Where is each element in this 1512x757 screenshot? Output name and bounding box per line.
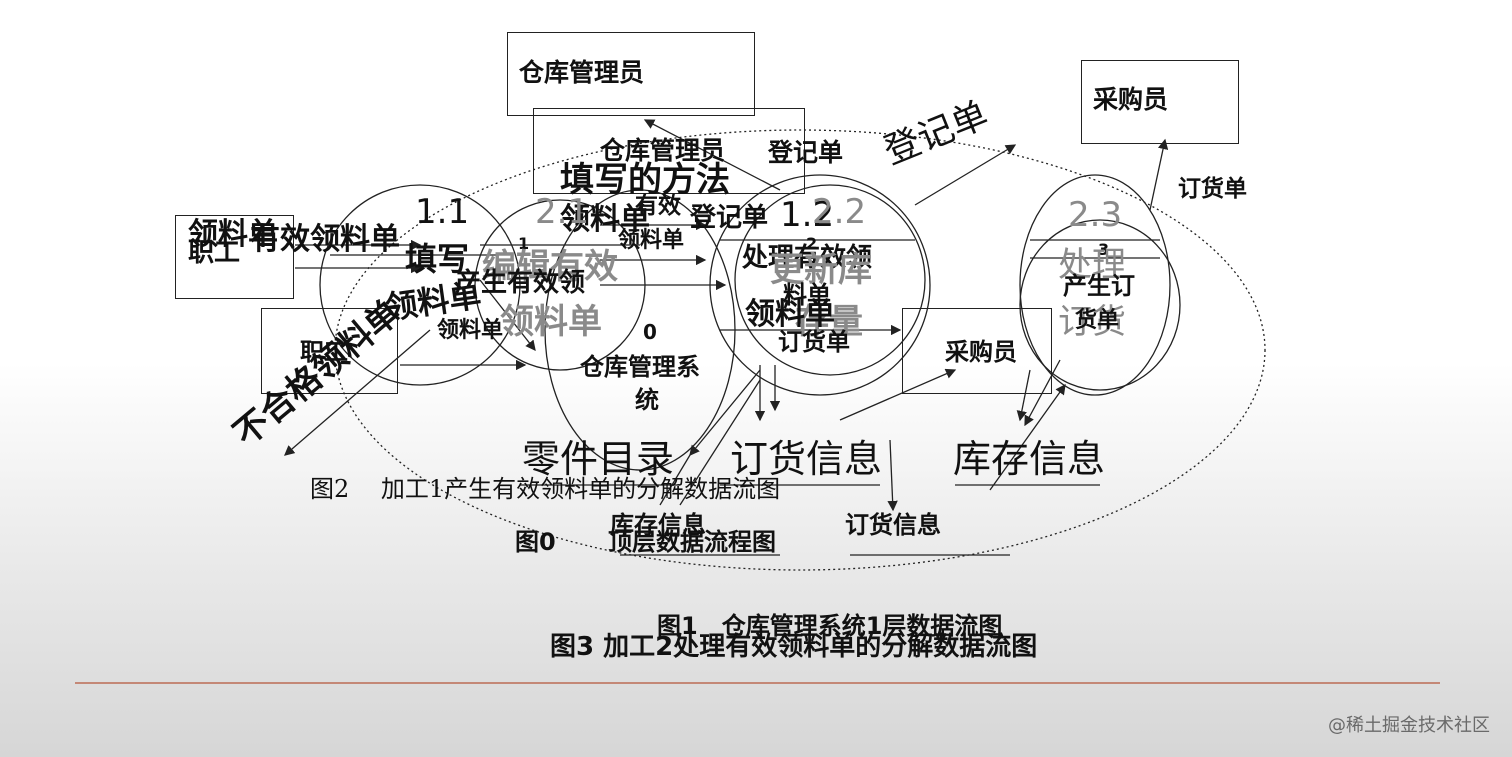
caption-fig2: 图2 加工1产生有效领料单的分解数据流图 [310, 475, 781, 503]
label-warehouse-clerk-top: 仓库管理员 [519, 58, 645, 87]
label-num-2: 2 [806, 234, 818, 253]
label-num-2-2: 2.2 [812, 192, 867, 232]
label-num-1: 1 [518, 234, 530, 253]
label-material-list-a: 领料单 [560, 202, 650, 237]
label-material-list-e: 料单 [783, 281, 831, 309]
label-order-gray: 订货 [1058, 302, 1126, 342]
entity-box-buyer [1081, 60, 1239, 144]
store-stock-info: 库存信息 [953, 437, 1106, 481]
label-num-0: 0 [643, 320, 657, 344]
label-worker-b: 职工 [300, 338, 348, 366]
store-order-info-small: 订货信息 [845, 511, 941, 539]
label-gen-valid: 产生有效领 [455, 268, 586, 298]
label-num-2-1: 2.1 [535, 192, 590, 232]
process-circle-1-1 [319, 184, 521, 386]
entity-box-buyer-mid [902, 308, 1052, 394]
label-process-valid: 处理有效领 [742, 243, 873, 273]
label-system-tail: 统 [635, 386, 659, 414]
label-material-list-gray: 领料单 [500, 302, 602, 342]
caption-top-dataflow: 顶层数据流程图 [608, 528, 776, 556]
label-buyer-top: 采购员 [1093, 85, 1169, 114]
label-worker-a: 职工 [188, 238, 241, 268]
entity-box-warehouse-clerk [507, 32, 755, 116]
entity-box-worker-a [175, 215, 294, 299]
entity-box-worker-b [261, 308, 398, 394]
label-material-list-b: 领料单 [618, 228, 685, 253]
label-valid: 有效 [635, 193, 681, 219]
caption-fig1: 图1 仓库管理系统1层数据流图 [657, 612, 1003, 640]
boundary-ellipse [334, 129, 1266, 571]
process-circle-2-2 [734, 184, 926, 376]
watermark: @稀土掘金技术社区 [1328, 715, 1490, 736]
label-num-1-2: 1.2 [780, 195, 835, 235]
process-circle-2-3 [1019, 174, 1171, 396]
label-buyer-mid: 采购员 [945, 338, 1017, 366]
label-register-inner: 登记单 [768, 138, 844, 167]
label-fill: 填写 [405, 240, 470, 278]
label-material-list-left: 领料单 [188, 217, 278, 252]
label-num-2-3: 2.3 [1068, 195, 1123, 235]
label-clerk-inner: 仓库管理员 [600, 136, 726, 165]
label-num-3: 3 [1098, 240, 1110, 259]
label-material-list-d: 领料单 [437, 318, 504, 343]
label-register-b: 登记单 [690, 203, 769, 233]
label-stock-a: 存量 [795, 302, 863, 342]
label-update-stock: 更新库 [770, 250, 872, 290]
label-order-form-mid: 订货单 [778, 328, 850, 356]
label-num-1-1: 1.1 [415, 192, 470, 232]
entity-box-clerk-inner [533, 108, 805, 194]
label-order-form-top: 订货单 [1178, 176, 1247, 202]
caption-fig0: 图0 [515, 528, 556, 556]
label-process-gray: 处理 [1058, 245, 1126, 285]
label-warehouse-system: 仓库管理系 [580, 353, 700, 381]
process-circle-3 [1019, 219, 1181, 391]
label-order-form-right: 货单 [1075, 308, 1120, 333]
caption-fig3: 图3 加工2处理有效领料单的分解数据流图 [550, 632, 1038, 662]
label-valid-material-left: 有效领料单 [250, 222, 400, 257]
label-edit-valid: 编辑有效 [482, 247, 618, 287]
label-material-list-f: 领料单 [745, 297, 835, 332]
store-stock-info-small: 库存信息 [610, 511, 706, 539]
label-gen-order: 产生订 [1063, 272, 1135, 300]
store-order-info: 订货信息 [730, 437, 883, 481]
label-fill-method: 填写的方法 [560, 160, 730, 200]
store-parts-catalog: 零件目录 [522, 437, 675, 481]
